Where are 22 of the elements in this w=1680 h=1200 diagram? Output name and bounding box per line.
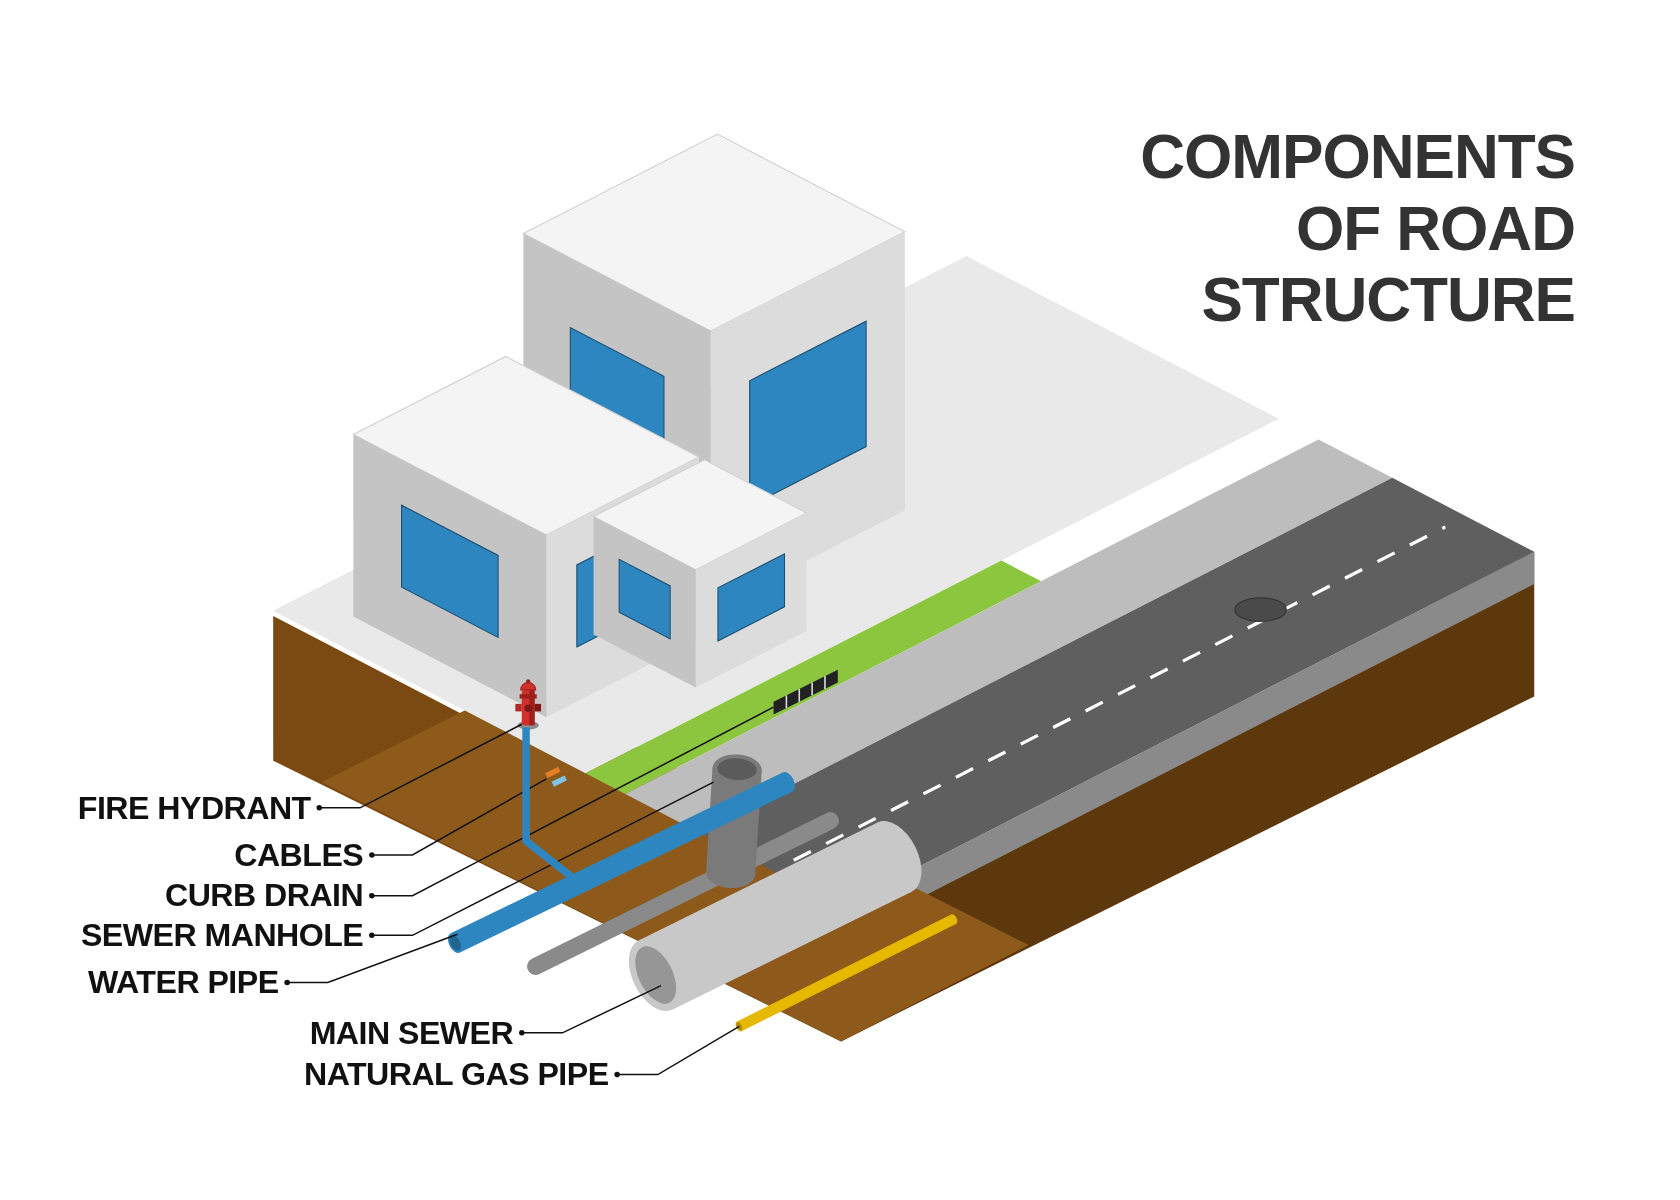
leader-line — [614, 1025, 740, 1078]
part-label: WATER PIPE — [88, 963, 279, 1002]
fire-hydrant — [515, 679, 542, 730]
part-label: CABLES — [234, 835, 364, 875]
water-pipe — [447, 772, 795, 953]
cables — [545, 766, 567, 787]
diagram-title: COMPONENTS OF ROAD STRUCTURE — [1139, 120, 1575, 336]
part-label: MAIN SEWER — [309, 1013, 514, 1053]
part-label: NATURAL GAS PIPE — [304, 1055, 609, 1094]
leader-line — [369, 778, 548, 858]
leader-line — [316, 723, 523, 811]
sewer-manhole — [706, 754, 762, 888]
part-label: CURB DRAIN — [165, 876, 364, 915]
curb-drain — [773, 669, 838, 715]
gas-pipe — [735, 914, 958, 1032]
leader-line — [519, 984, 662, 1036]
main-sewer — [628, 821, 922, 1012]
leader-line — [369, 706, 775, 899]
part-label: SEWER MANHOLE — [80, 916, 364, 955]
leader-line — [369, 781, 715, 939]
part-label: FIRE HYDRANT — [77, 788, 311, 828]
leader-line — [284, 933, 459, 986]
